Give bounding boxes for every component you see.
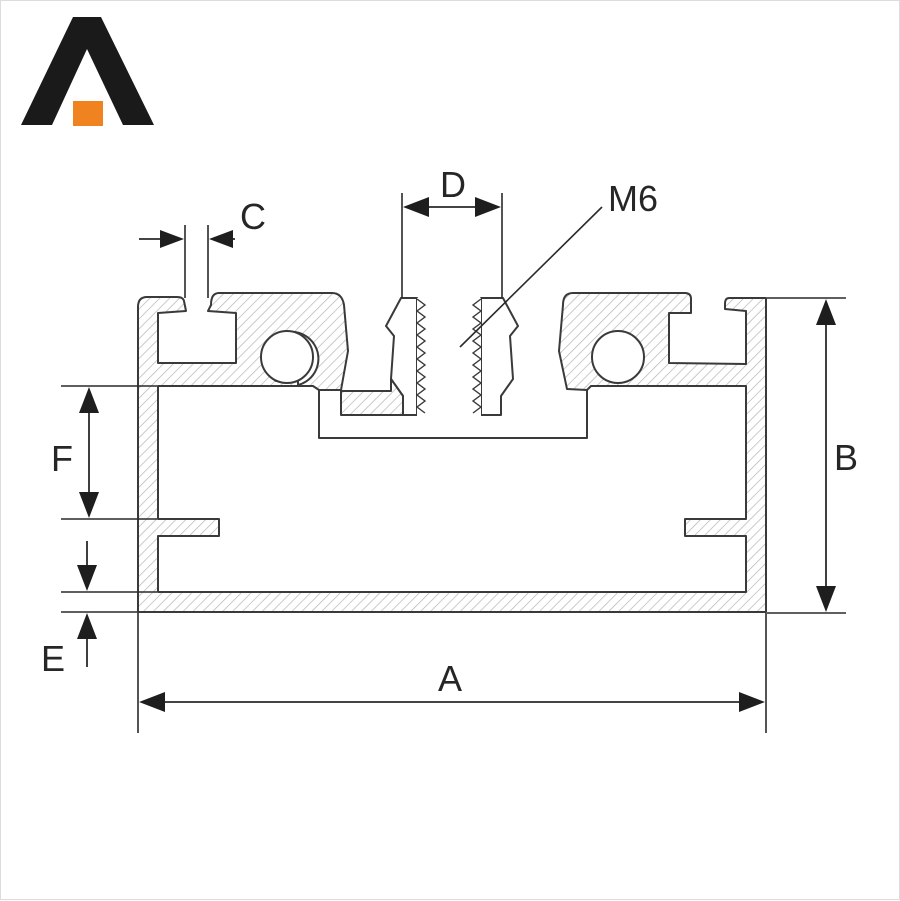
dim-label-d: D: [440, 164, 466, 205]
slot-base-recess: [340, 378, 404, 416]
logo-a-mark: [21, 17, 154, 125]
dim-d-arrow-right: [475, 197, 501, 217]
dim-label-e: E: [41, 638, 65, 679]
screw-hole-right: [591, 330, 645, 384]
center-slot-gap: [417, 298, 481, 416]
dim-label-thread: M6: [608, 178, 658, 219]
aluminium-profile: [137, 292, 767, 613]
dim-e-arrow-top: [77, 565, 97, 591]
dim-label-a: A: [438, 658, 462, 699]
dim-d-arrow-left: [403, 197, 429, 217]
dim-f-arrow-bottom: [79, 492, 99, 518]
center-thread-channel-right: [480, 297, 519, 416]
thread-right: [471, 298, 483, 414]
dim-e-arrow-bottom: [77, 613, 97, 639]
dim-label-c: C: [240, 196, 266, 237]
dim-c-arrow-left: [160, 230, 184, 248]
screw-hole-left: [260, 330, 314, 384]
thread-leader-line: [459, 206, 603, 348]
dim-label-f: F: [51, 438, 73, 479]
dim-c-arrow-right: [209, 230, 233, 248]
profile-inner-chamber: [157, 385, 747, 593]
dim-label-b: B: [834, 437, 858, 478]
dimensions: A B C D M6: [41, 164, 858, 733]
logo-accent-square: [73, 101, 103, 126]
dim-f-arrow-top: [79, 387, 99, 413]
thread-left: [415, 298, 427, 414]
dim-b-arrow-top: [816, 299, 836, 325]
dim-a-arrow-right: [739, 692, 765, 712]
dim-b-arrow-bottom: [816, 586, 836, 612]
dim-a-arrow-left: [139, 692, 165, 712]
brand-logo: [21, 17, 154, 126]
